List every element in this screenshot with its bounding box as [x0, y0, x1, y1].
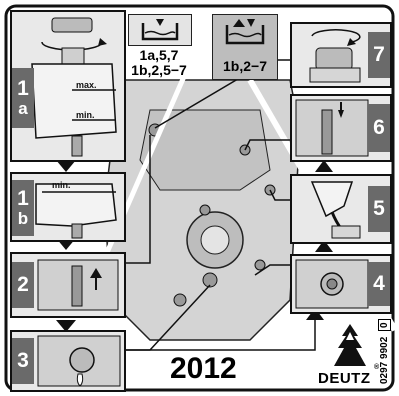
step-suffix: a: [18, 100, 27, 118]
revision-box: 0: [378, 319, 391, 331]
step-number: 1: [17, 78, 29, 100]
step-1b-tab: 1 b: [12, 180, 34, 236]
deutz-logo-icon: [328, 322, 372, 368]
document-number: 0297 9902 0: [378, 319, 391, 384]
step-2-panel: 2: [10, 252, 126, 318]
min-label: min.: [76, 110, 95, 120]
step-3-tab: 3: [12, 338, 34, 384]
step-6-panel: 6: [290, 94, 392, 162]
step-number: 7: [373, 44, 385, 66]
fill-coolant-icon: [213, 15, 277, 51]
step-3-panel: 3: [10, 330, 126, 392]
step-5-panel: 5: [290, 174, 392, 244]
drain-coolant-icon: [129, 15, 191, 45]
step-1b-panel: 1 b min.: [10, 172, 126, 242]
step-number: 4: [373, 273, 385, 295]
step-4-panel: 4: [290, 254, 392, 314]
brand-name: DEUTZ: [318, 370, 371, 387]
step-5-tab: 5: [368, 186, 390, 232]
step-4-tab: 4: [368, 262, 390, 306]
step-7-tab: 7: [368, 32, 390, 78]
engine-series-label: 2012: [170, 352, 237, 386]
step-1a-panel: 1 a max. min.: [10, 10, 126, 162]
max-label: max.: [76, 80, 97, 90]
step-number: 5: [373, 198, 385, 220]
drain-steps-text: 1a,5,7 1b,2,5−7: [126, 48, 192, 78]
step-suffix: b: [18, 210, 28, 228]
step-7-panel: 7: [290, 22, 392, 88]
fill-symbol-box: 1b,2−7: [212, 14, 278, 80]
step-1a-tab: 1 a: [12, 68, 34, 128]
step-number: 1: [17, 188, 29, 210]
step-6-tab: 6: [368, 104, 390, 152]
step-number: 2: [17, 274, 29, 296]
drain-symbol-box: [128, 14, 192, 46]
min-label: min.: [52, 180, 71, 190]
step-number: 3: [17, 350, 29, 372]
step-number: 6: [373, 117, 385, 139]
fill-steps-text: 1b,2−7: [213, 59, 277, 74]
step-2-tab: 2: [12, 262, 34, 308]
